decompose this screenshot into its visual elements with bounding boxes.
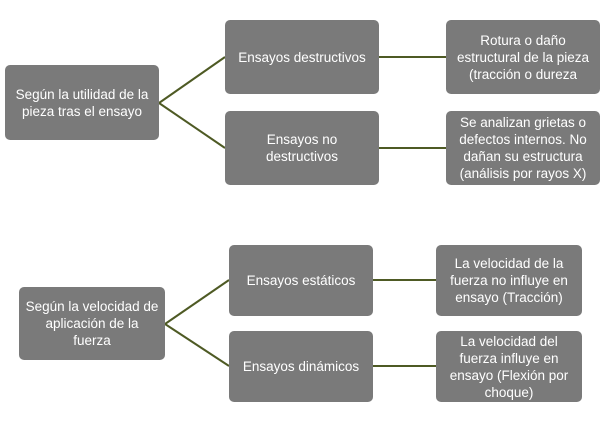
branch-box-no-destructivos: Ensayos no destructivos: [225, 111, 379, 185]
detail-box-destructivos: Rotura o daño estructural de la pieza (t…: [446, 20, 600, 94]
root-label-utilidad: Según la utilidad de la pieza tras el en…: [15, 86, 149, 119]
connector-root2-to-estaticos: [164, 279, 230, 325]
branch-box-destructivos: Ensayos destructivos: [225, 20, 379, 94]
detail-label-no-destructivos: Se analizan grietas o defectos internos.…: [459, 115, 587, 181]
root-box-velocidad: Según la velocidad de aplicación de la f…: [19, 287, 165, 360]
detail-box-no-destructivos: Se analizan grietas o defectos internos.…: [446, 111, 600, 185]
root-label-velocidad: Según la velocidad de aplicación de la f…: [25, 299, 159, 348]
detail-box-estaticos: La velocidad de la fuerza no influye en …: [436, 245, 582, 316]
branch-label-estaticos: Ensayos estáticos: [246, 273, 356, 288]
detail-label-dinamicos: La velocidad del fuerza influye en ensay…: [449, 333, 569, 400]
detail-label-destructivos: Rotura o daño estructural de la pieza (t…: [456, 32, 590, 82]
connector-root1-to-no-destructivos: [158, 102, 226, 149]
branch-box-estaticos: Ensayos estáticos: [229, 245, 373, 316]
root-box-utilidad: Según la utilidad de la pieza tras el en…: [5, 65, 159, 140]
branch-label-no-destructivos: Ensayos no destructivos: [265, 132, 339, 164]
detail-box-dinamicos: La velocidad del fuerza influye en ensay…: [436, 331, 582, 402]
connector-root2-to-dinamicos: [164, 323, 230, 367]
detail-label-estaticos: La velocidad de la fuerza no influye en …: [450, 256, 568, 305]
connector-root1-to-destructivos: [158, 56, 226, 104]
branch-label-destructivos: Ensayos destructivos: [238, 49, 366, 65]
branch-box-dinamicos: Ensayos dinámicos: [229, 331, 373, 402]
branch-label-dinamicos: Ensayos dinámicos: [242, 359, 360, 374]
